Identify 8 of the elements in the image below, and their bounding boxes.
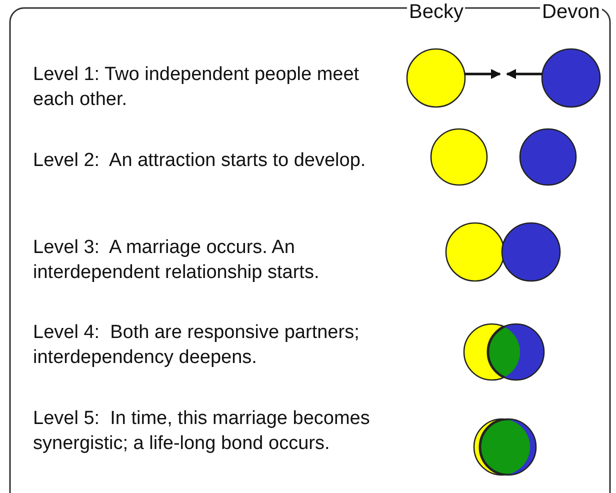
level-description: Level 3: A marriage occurs. An interdependent relationship starts. [33,236,320,285]
level-description: Level 1: Two independent people meet each other. [33,63,360,112]
level-description: Level 5: In time, this marriage becomes synergistic; a life-long bond occurs. [33,407,371,456]
arrow [464,69,501,79]
level-description: Level 2: An attraction starts to develop. [33,149,367,173]
level-description: Level 4: Both are responsive partners; interdependency deepens. [33,321,360,370]
name-label: Becky [407,1,466,24]
arrow [506,69,542,79]
